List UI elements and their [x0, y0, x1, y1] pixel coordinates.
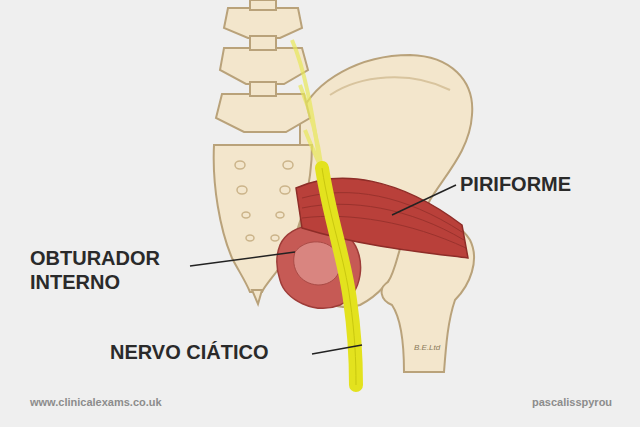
sciatic-nerve: [322, 168, 356, 385]
nerve-edge: [322, 168, 356, 385]
artist-signature: B.E.Ltd: [414, 343, 440, 352]
leader-lines: [190, 185, 456, 354]
nerve-label: NERVO CIÁTICO: [110, 341, 269, 364]
plexus: [292, 40, 324, 175]
website-watermark: www.clinicalexams.co.uk: [30, 396, 162, 408]
muscle-label: PIRIFORME: [460, 173, 571, 196]
sacral-foramina: [235, 161, 293, 241]
muscle-label: OBTURADOR INTERNO: [30, 246, 188, 294]
iliac-crest-shade: [330, 77, 450, 95]
logo-watermark: pascalisspyrou: [532, 396, 612, 408]
